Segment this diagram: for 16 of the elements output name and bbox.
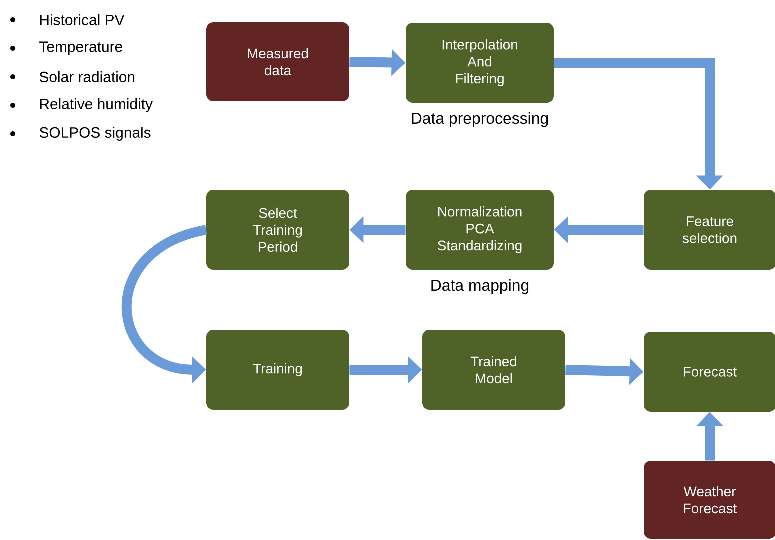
node-label: Data preprocessing: [412, 112, 548, 128]
process-box: Trained Model: [422, 330, 566, 410]
list-item: Relative humidity: [10, 98, 153, 112]
process-box: Interpolation And Filtering: [406, 23, 554, 103]
list-item: Temperature: [10, 42, 122, 56]
process-box: Feature selection: [644, 190, 775, 270]
input-box: Weather Forecast: [644, 461, 775, 539]
process-box: Training: [206, 330, 350, 410]
process-box: Forecast: [644, 332, 775, 412]
list-item: Solar radiation: [10, 72, 135, 82]
list-item: Historical PV: [10, 14, 125, 26]
process-box: Normalization PCA Standardizing: [406, 190, 554, 270]
process-box: Select Training Period: [206, 190, 350, 270]
node-label: Data mapping: [432, 279, 529, 294]
list-item: SOLPOS signals: [10, 127, 151, 141]
input-box: Measured data: [206, 22, 350, 102]
